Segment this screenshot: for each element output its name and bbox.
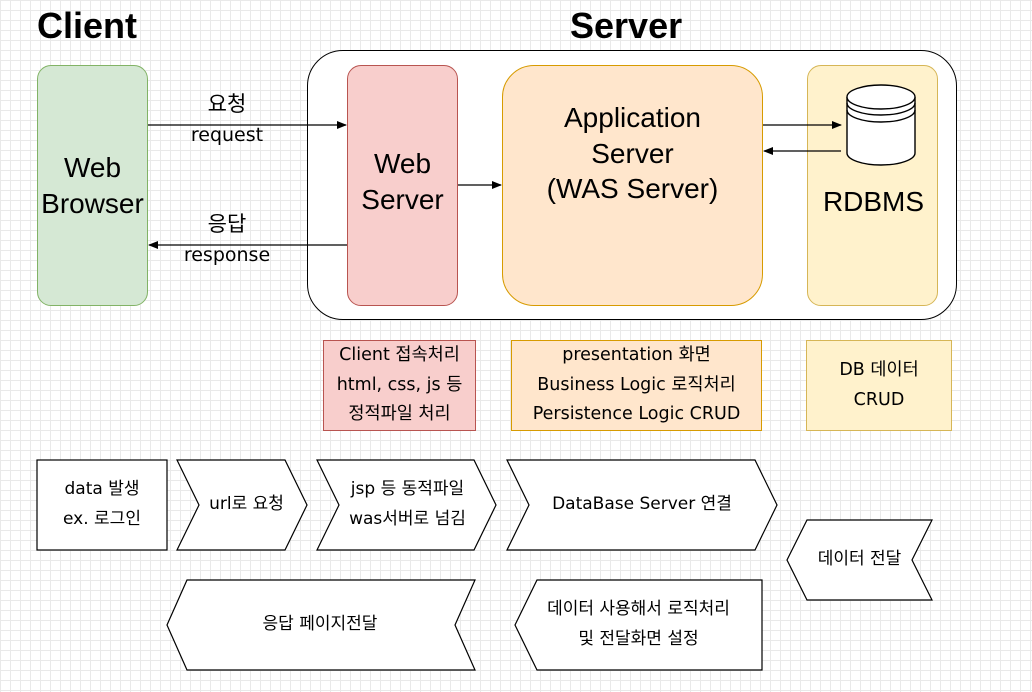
flow-step2-shape (176, 459, 308, 551)
flow-step4-shape (506, 459, 778, 551)
flow-step1-text: data 발생 ex. 로그인 (63, 479, 141, 529)
flow-step4-text: DataBase Server 연결 (552, 494, 732, 515)
application-server-box[interactable]: Application Server (WAS Server) (502, 65, 763, 306)
flow-step6-text: 데이터 사용해서 로직처리 및 전달화면 설정 (547, 599, 730, 649)
response-label-ko: 응답 (207, 212, 247, 236)
flow-step2-text: url로 요청 (209, 494, 284, 515)
web-server-box[interactable]: Web Server (347, 65, 458, 306)
flow-step3-shape (316, 459, 497, 551)
flow-step7-text: 응답 페이지전달 (262, 614, 378, 635)
application-server-note: presentation 화면 Business Logic 로직처리 Pers… (511, 340, 762, 431)
request-label-ko: 요청 (207, 92, 247, 116)
request-label-en: request (190, 124, 264, 146)
flow-step1-shape (36, 459, 168, 551)
server-heading: Server (570, 5, 683, 46)
database-cylinder-icon (846, 84, 916, 166)
web-browser-box[interactable]: Web Browser (37, 65, 148, 306)
flow-step5-shape (786, 519, 933, 601)
flow-step7-shape (166, 579, 476, 671)
rdbms-note: DB 데이터 CRUD (806, 340, 952, 431)
web-server-note: Client 접속처리 html, css, js 등 정적파일 처리 (323, 340, 476, 431)
flow-step6-shape (514, 579, 763, 671)
client-heading: Client (37, 5, 138, 46)
response-label-en: response (183, 244, 271, 266)
rdbms-label: RDBMS (822, 186, 925, 217)
flow-step3-text: jsp 등 동적파일 was서버로 넘김 (349, 479, 466, 529)
flow-step5-text: 데이터 전달 (817, 549, 902, 570)
